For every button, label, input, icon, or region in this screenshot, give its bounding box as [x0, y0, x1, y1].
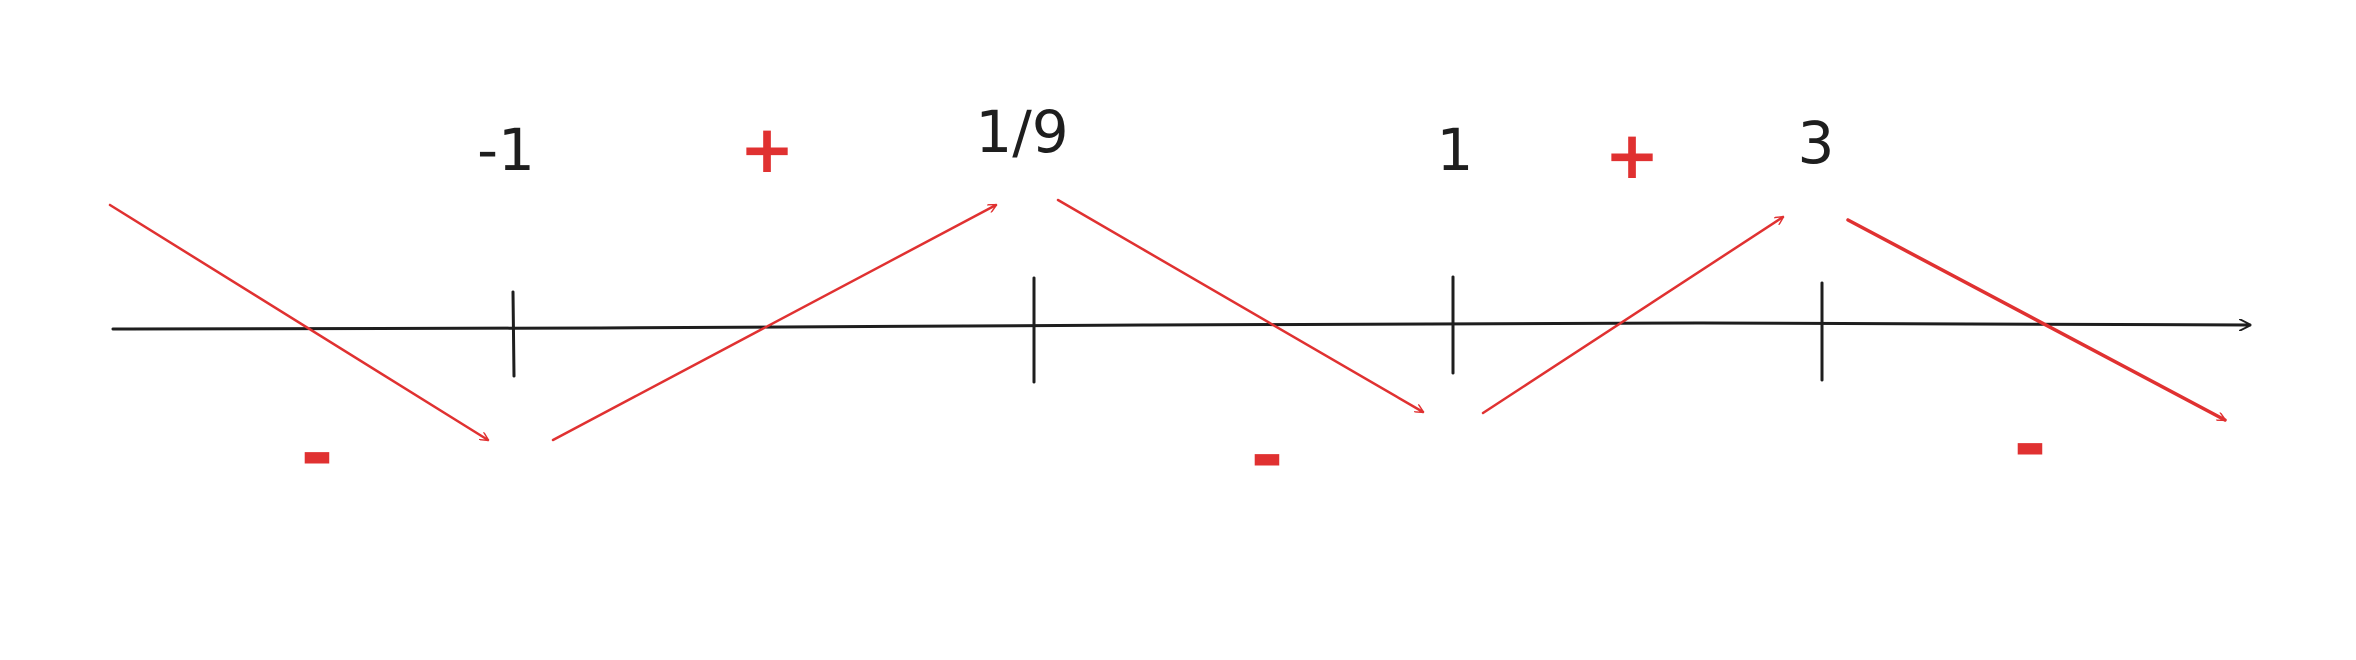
point-label-2: 1/9: [975, 98, 1068, 166]
point-label-1: -1: [477, 116, 535, 184]
decreasing-arrow-3: [1846, 218, 2225, 422]
sign-interval-5: -: [2013, 398, 2046, 491]
sign-interval-4: +: [1604, 117, 1659, 194]
decreasing-arrow-2: [1056, 198, 1423, 412]
sign-interval-3: -: [1250, 409, 1283, 502]
tick-mark-1: [511, 290, 516, 378]
point-label-4: 3: [1798, 109, 1835, 177]
number-axis: [111, 323, 2252, 329]
increasing-arrow-1: [551, 203, 996, 442]
sign-interval-1: -: [300, 407, 333, 500]
increasing-arrow-2: [1481, 217, 1783, 415]
point-label-3: 1: [1437, 116, 1474, 184]
decreasing-arrow-1: [108, 203, 488, 440]
sign-interval-2: +: [739, 111, 794, 188]
